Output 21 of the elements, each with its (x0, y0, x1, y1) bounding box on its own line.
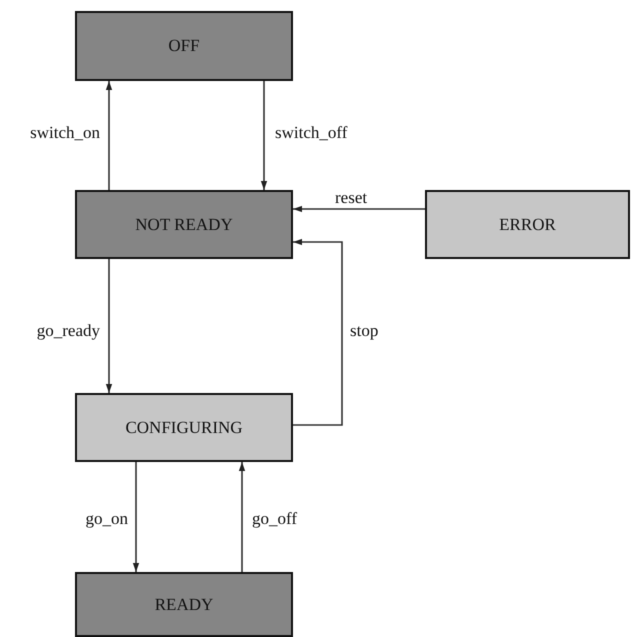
transition-arrow (260, 81, 268, 190)
edge-label: go_off (252, 510, 298, 527)
state-box (75, 190, 293, 259)
state-box (75, 393, 293, 462)
transition-arrow (106, 81, 112, 190)
state-name: READY (154, 594, 214, 614)
state-box (425, 190, 630, 259)
transition-arrow (293, 206, 425, 212)
transition-arrow (238, 462, 246, 572)
state-name: OFF (168, 36, 200, 56)
transition-arrow (132, 462, 140, 572)
edge-label: switch_off (275, 124, 348, 141)
edge-label: switch_on (30, 124, 100, 141)
state-box (75, 572, 293, 637)
edge-label: go_ready (36, 322, 100, 339)
transition-arrow (293, 238, 343, 426)
transition-arrow (106, 259, 112, 393)
state-name: ERROR (499, 214, 556, 234)
state-name: NOT READY (135, 214, 233, 234)
state-name: CONFIGURING (125, 418, 243, 438)
state-box (75, 11, 293, 81)
